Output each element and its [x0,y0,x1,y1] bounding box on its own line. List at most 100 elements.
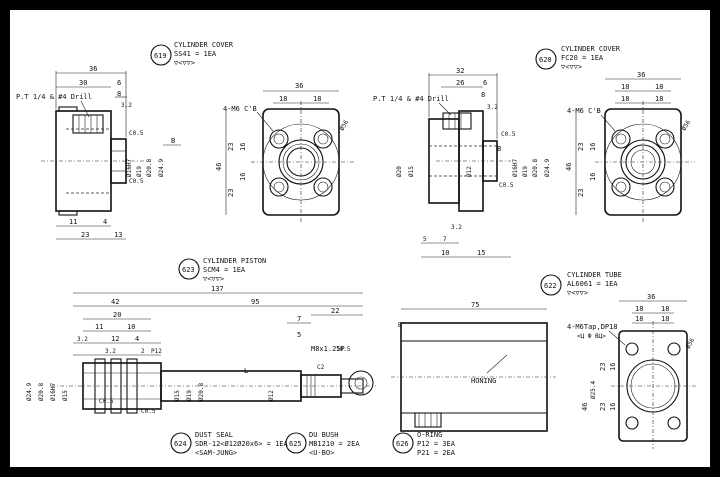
p12-623: P12 [151,348,162,355]
part-624-spec: SDR-12<Ø12Ø20x6> = 1EA [195,440,289,448]
dim-23b-620: 23 [577,189,585,197]
dim-6-620: 6 [483,79,487,87]
dim-18d-622: 18 [661,315,669,323]
part-626-name: O-RING [417,431,442,439]
part-623-number: 623 [182,266,195,274]
dia-249-623: Ø24.9 [26,383,33,401]
dim-3-2-620: 3.2 [487,104,498,111]
part-623-spec: SCM4 = 1EA [203,266,246,274]
dia-249-619: Ø24.9 [158,159,165,177]
dim-46-620: 46 [565,163,573,171]
part-622-spec: AL6061 = 1EA [567,280,618,288]
dim-36-619f: 36 [295,82,303,90]
part-622-name: CYLINDER TUBE [567,271,622,279]
dim-8-619: 8 [117,90,121,98]
dim-2-623: 2 [141,348,145,355]
part-620-name: CYLINDER COVER [561,45,621,53]
dia-208-619: Ø20.8 [146,159,153,177]
dim-16b-622: 16 [609,403,617,411]
dim-10-623: 10 [127,323,135,331]
dim-18a-620f: 18 [621,83,629,91]
dim-18b-620f: 18 [655,83,663,91]
note-tap-622b: <Ц Ф ВЦ> [577,333,606,340]
dim-10-620: 10 [441,249,449,257]
part-625-spec: MB1210 = 2EA [309,440,360,448]
dim-36-620f: 36 [637,71,645,79]
part-625-name: DU BUSH [309,431,339,439]
dim-18b-622: 18 [661,305,669,313]
thread-note-623: M8x1.25P [311,345,345,353]
chamfer-620-a: C0.5 [501,131,516,138]
section-b-620: B [497,145,501,153]
dim-137: 137 [211,285,224,293]
dim-23-619: 23 [81,231,89,239]
note-honing: HONING [471,377,496,385]
dia-15-623: Ø15 [62,390,69,401]
dim-18d-620f: 18 [655,95,663,103]
dim-10-5-623: 10.5 [336,346,351,353]
dia-20-620: Ø20 [396,166,403,177]
dim-4-619: 4 [103,218,107,226]
technical-drawing: 619 CYLINDER COVER SS41 = 1EA ▽<▽▽> 36 3… [16,41,697,457]
dia-254-622: Ø25.4 [590,381,597,399]
dia-208-623: Ø20.8 [38,383,45,401]
part-625-number: 625 [289,440,302,448]
dia-12-623: Ø12 [268,390,275,401]
dim-18c-622: 18 [635,315,643,323]
dia-208b-623: Ø20.8 [198,383,205,401]
dim-46-622: 46 [581,403,589,411]
dia-56-622: Ø56 [685,337,697,350]
dim-13-619: 13 [114,231,122,239]
dim-18a-622: 18 [635,305,643,313]
chamfer-623-a: C0.5 [99,398,114,405]
part-624-name: DUST SEAL [195,431,233,439]
part-620-finish: ▽<▽▽> [561,63,582,71]
part-626-spec2: P21 = 2EA [417,449,456,457]
dia-19-623: Ø19 [186,390,193,401]
part-620-number: 620 [539,56,552,64]
dia-16-619: Ø16H7 [126,159,133,177]
dim-16b-620: 16 [589,173,597,181]
section-b-619: B [171,137,175,145]
dim-36-622: 36 [647,293,655,301]
part-619-name: CYLINDER COVER [174,41,234,49]
dim-22-623: 22 [331,307,339,315]
part-626-number: 626 [396,440,409,448]
dim-23b-622: 23 [599,403,607,411]
dia-16-620: Ø16H7 [512,159,519,177]
part-619-spec: SS41 = 1EA [174,50,217,58]
dim-7-623: 7 [297,315,301,323]
part-620-spec: FC20 = 1EA [561,54,604,62]
dim-3-2-620b: 3.2 [451,224,462,231]
dia-208-620: Ø20.8 [532,159,539,177]
dim-23a-620: 23 [577,143,585,151]
part-list-bottom: 624 DUST SEAL SDR-12<Ø12Ø20x6> = 1EA <SA… [170,431,456,457]
dim-26-620: 26 [456,79,464,87]
part-626-spec1: P12 = 3EA [417,440,456,448]
dia-19-619: Ø19 [136,166,143,177]
dim-75-622: 75 [471,301,479,309]
dim-95: 95 [251,298,259,306]
dim-11-619: 11 [69,218,77,226]
section-b-622: B [398,322,402,329]
dim-42: 42 [111,298,119,306]
dim-23a-622: 23 [599,363,607,371]
dia-15b-623: Ø15 [174,390,181,401]
dim-16a-622: 16 [609,363,617,371]
chamfer-619-b: C0.5 [129,178,144,185]
dim-16a-619: 16 [239,143,247,151]
part-620-front-view: 36 18 18 18 18 4-M6 C'B Ø56 46 23 23 16 … [565,71,695,223]
part-623-piston: 623 CYLINDER PISTON SCM4 = 1EA ▽<▽▽> 137… [26,257,376,415]
dim-3a-623: 3.2 [77,336,88,343]
dim-30-619: 30 [79,79,87,87]
part-619-side-view: 619 CYLINDER COVER SS41 = 1EA ▽<▽▽> 36 3… [16,41,234,240]
dia-56-619: Ø56 [339,119,351,132]
part-620-side-view: 620 CYLINDER COVER FC20 = 1EA ▽<▽▽> 32 2… [373,45,621,258]
part-625-maker: <U-BO> [309,449,334,457]
part-624-number: 624 [174,440,187,448]
part-622-number: 622 [544,282,557,290]
dim-32-620: 32 [456,67,464,75]
part-619-front-view: 36 18 18 4-M6 C'B Ø56 46 23 23 16 16 [215,82,356,223]
dia-12-620: Ø12 [466,166,473,177]
dim-18a-619f: 18 [279,95,287,103]
